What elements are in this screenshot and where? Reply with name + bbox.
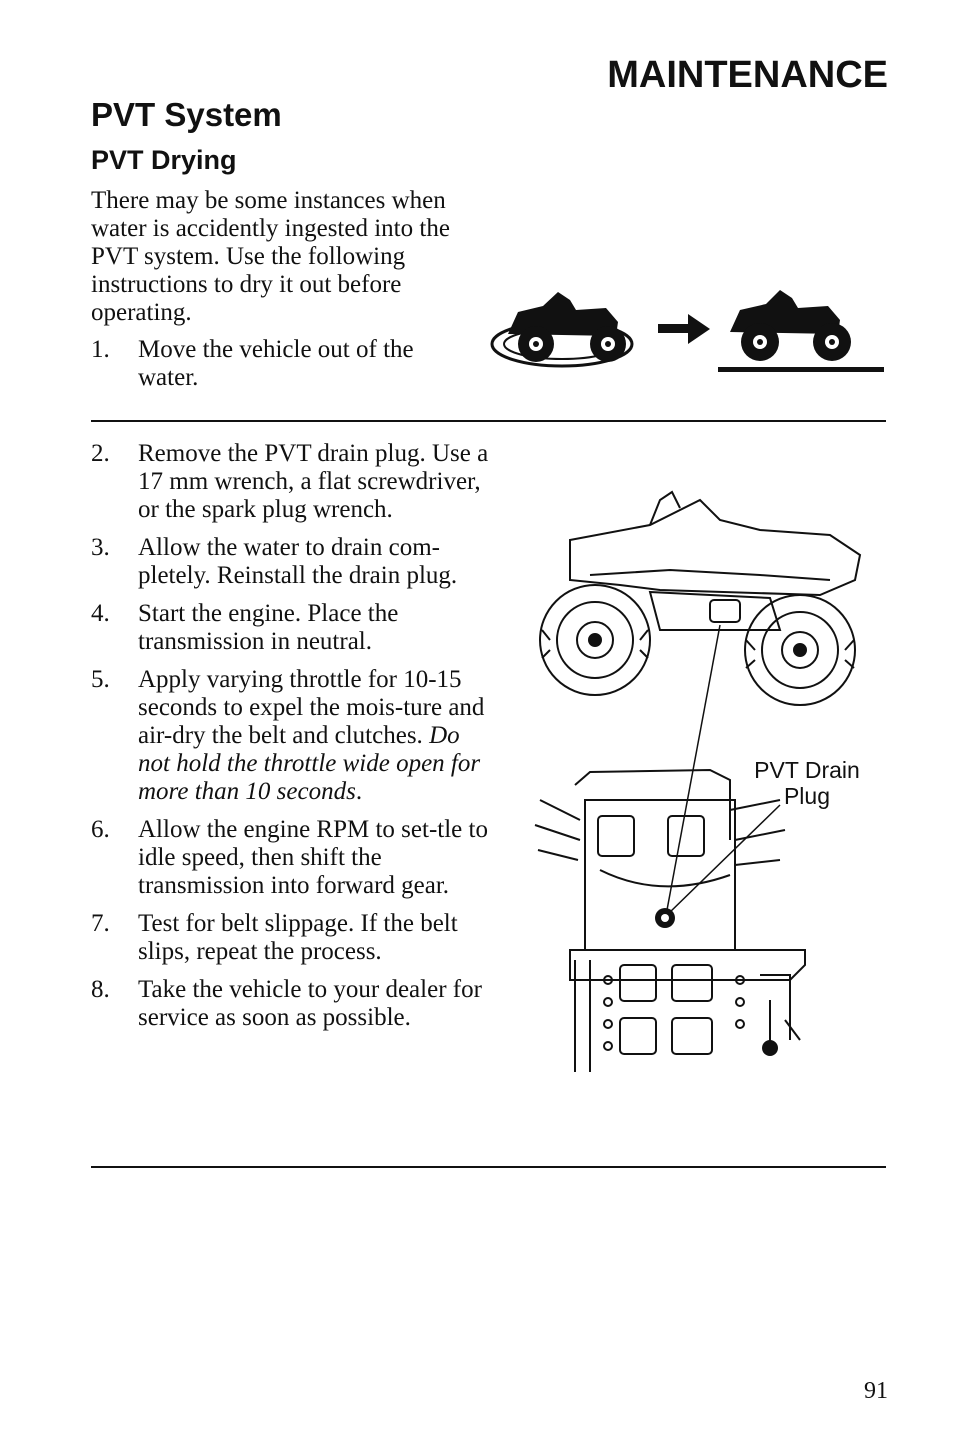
list-item: 1. Move the vehicle out of the water. (91, 336, 471, 392)
atv-out-of-water-illustration (490, 290, 884, 372)
section-title: MAINTENANCE (607, 54, 888, 96)
atv-in-water-icon (490, 292, 634, 368)
pvt-drain-plug-label: PVT Drain Plug (754, 757, 860, 809)
step-text: Allow the engine RPM to set-tle to idle … (138, 816, 488, 899)
list-item: 8. Take the vehicle to your dealer for s… (91, 976, 491, 1032)
steps-list-part1: 1. Move the vehicle out of the water. (91, 336, 471, 402)
drain-plug-detail (534, 768, 806, 1072)
steps-list-part2: 2. Remove the PVT drain plug. Use a 17 m… (91, 440, 491, 1042)
list-item: 7. Test for belt slippage. If the belt s… (91, 910, 491, 966)
leader-lines (666, 624, 781, 916)
atv-side-view (539, 490, 862, 706)
step-number: 8. (91, 976, 110, 1003)
step-number: 6. (91, 816, 110, 843)
step-text: Test for belt slippage. If the belt slip… (138, 910, 458, 965)
pvt-drain-plug-illustration (534, 490, 862, 1072)
list-item: 2. Remove the PVT drain plug. Use a 17 m… (91, 440, 491, 524)
list-item: 4. Start the engine. Place the transmiss… (91, 600, 491, 656)
step-suffix: . (355, 778, 363, 805)
list-item: 3. Allow the water to drain com-pletely.… (91, 534, 491, 590)
step-number: 2. (91, 440, 110, 467)
step-text: Allow the water to drain com-pletely. Re… (138, 534, 458, 589)
atv-on-ground-icon (718, 290, 884, 372)
arrow-right-icon (658, 314, 710, 344)
step-number: 5. (91, 666, 110, 693)
step-text: Move the vehicle out of the water. (138, 336, 414, 391)
step-text: Take the vehicle to your dealer for serv… (138, 976, 482, 1031)
divider (91, 1166, 886, 1168)
step-number: 1. (91, 336, 110, 363)
intro-paragraph: There may be some instances when water i… (91, 187, 450, 326)
step-text: Remove the PVT drain plug. Use a 17 mm w… (138, 440, 489, 523)
step-text: Start the engine. Place the transmission… (138, 600, 399, 655)
step-warning-emphasis: Do not hold the throttle wide open for m… (138, 722, 481, 805)
list-item: 6. Allow the engine RPM to set-tle to id… (91, 816, 491, 900)
list-item: 5. Apply varying throttle for 10-15 seco… (91, 666, 491, 806)
step-number: 3. (91, 534, 110, 561)
page-number: 91 (864, 1378, 888, 1404)
step-number: 7. (91, 910, 110, 937)
step-number: 4. (91, 600, 110, 627)
subsection-title: PVT Drying (91, 145, 237, 175)
step-text: Apply varying throttle for 10-15 seconds… (138, 666, 485, 749)
drain-plug-marker (655, 908, 778, 1056)
page-title: PVT System (91, 96, 282, 133)
divider (91, 420, 886, 422)
